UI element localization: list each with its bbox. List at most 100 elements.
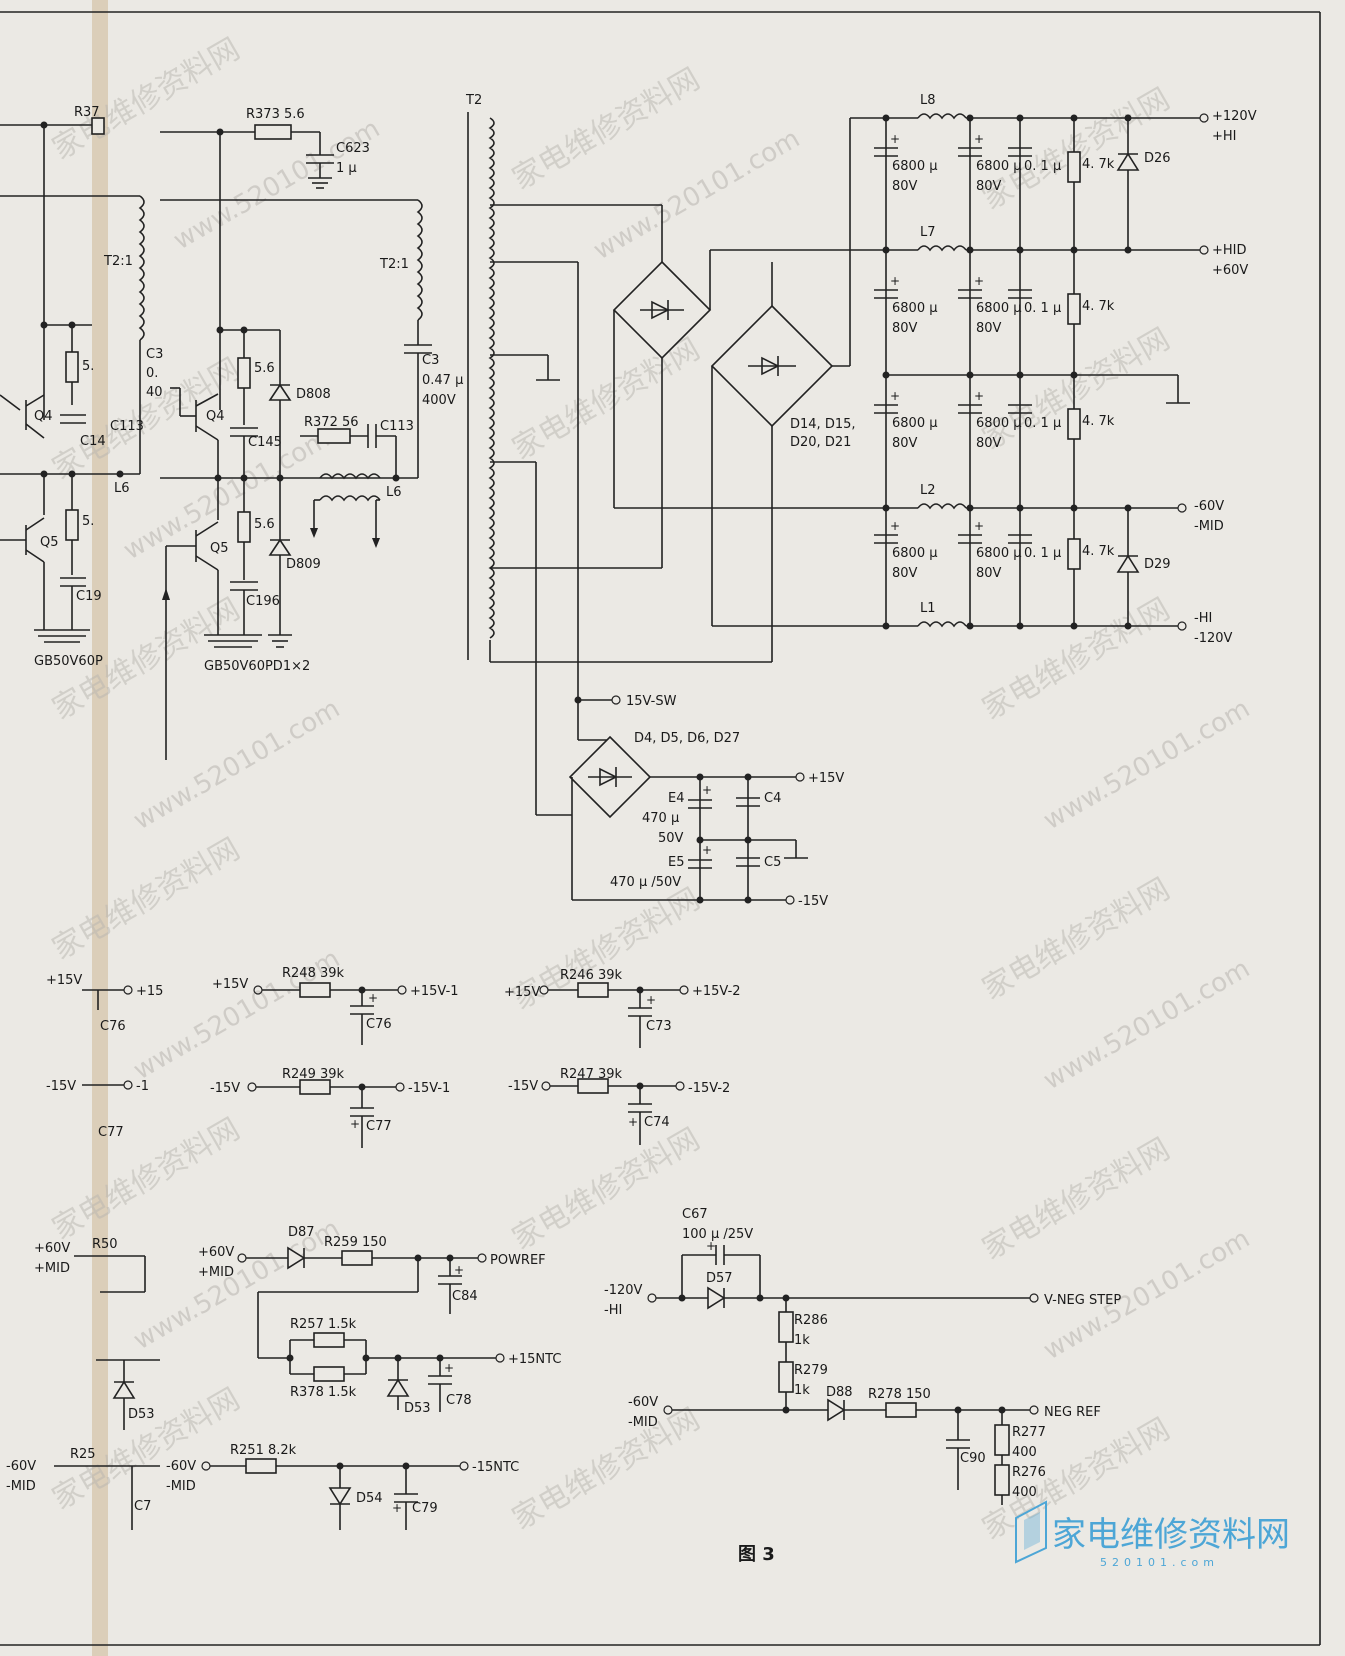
- svg-text:D4, D5, D6, D27: D4, D5, D6, D27: [634, 731, 740, 746]
- svg-text:+: +: [368, 991, 378, 1005]
- svg-text:-60V: -60V: [1194, 499, 1224, 514]
- svg-text:-15V: -15V: [46, 1079, 76, 1094]
- svg-text:+120V: +120V: [1212, 109, 1257, 124]
- svg-text:家电维修资料网: 家电维修资料网: [47, 832, 246, 967]
- svg-text:C79: C79: [412, 1501, 438, 1516]
- svg-text:R37: R37: [74, 105, 100, 120]
- resistor-label: 4. 7k: [1082, 544, 1115, 559]
- svg-text:-HI: -HI: [604, 1303, 622, 1318]
- bleeder-resistor: [1067, 293, 1081, 325]
- svg-text:家电维修资料网: 家电维修资料网: [507, 1122, 706, 1257]
- svg-text:+: +: [444, 1361, 454, 1375]
- svg-text:L6: L6: [114, 481, 130, 496]
- svg-text:D53: D53: [128, 1407, 155, 1422]
- polarity-mark: +: [890, 132, 900, 146]
- svg-text:-60V: -60V: [166, 1459, 196, 1474]
- svg-text:家电维修资料网: 家电维修资料网: [47, 1112, 246, 1247]
- svg-text:家电维修资料网: 家电维修资料网: [47, 32, 246, 167]
- film-cap-label: 0. 1 μ: [1024, 159, 1061, 174]
- resistor-label: 4. 7k: [1082, 299, 1115, 314]
- svg-text:-HI: -HI: [1194, 611, 1212, 626]
- site-logo: 家电维修资料网 520101.com: [1015, 1500, 1290, 1569]
- svg-text:L2: L2: [920, 483, 936, 498]
- svg-text:+60V: +60V: [198, 1245, 234, 1260]
- svg-text:家电维修资料网: 家电维修资料网: [977, 82, 1176, 217]
- svg-text:家电维修资料网: 家电维修资料网: [977, 592, 1176, 727]
- svg-text:+: +: [392, 1501, 402, 1515]
- bleeder-resistor: [1067, 408, 1081, 440]
- svg-text:470 μ: 470 μ: [642, 811, 679, 826]
- svg-text:C67: C67: [682, 1207, 708, 1222]
- svg-text:-MID: -MID: [628, 1415, 658, 1430]
- svg-text:1k: 1k: [794, 1333, 810, 1348]
- svg-text:家电维修资料网: 家电维修资料网: [1052, 1515, 1290, 1555]
- svg-text:C76: C76: [100, 1019, 126, 1034]
- svg-text:C19: C19: [76, 589, 102, 604]
- cap-value-label: 6800 μ: [976, 546, 1022, 561]
- film-cap-label: 0. 1 μ: [1024, 546, 1061, 561]
- svg-text:-15V-1: -15V-1: [408, 1081, 450, 1096]
- svg-text:GB50V60PD1×2: GB50V60PD1×2: [204, 659, 310, 674]
- svg-text:+HID: +HID: [1212, 243, 1247, 258]
- svg-text:www.520101.com: www.520101.com: [1039, 954, 1256, 1096]
- svg-text:C76: C76: [366, 1017, 392, 1032]
- svg-text:C77: C77: [366, 1119, 392, 1134]
- svg-text:+: +: [454, 1263, 464, 1277]
- svg-text:+MID: +MID: [198, 1265, 234, 1280]
- svg-text:40: 40: [146, 385, 163, 400]
- cap-value-label: 6800 μ: [892, 301, 938, 316]
- cap-voltage-label: 80V: [976, 321, 1002, 336]
- svg-text:C5: C5: [764, 855, 781, 870]
- polarity-mark: +: [974, 274, 984, 288]
- svg-text:+60V: +60V: [34, 1241, 70, 1256]
- svg-text:家电维修资料网: 家电维修资料网: [977, 872, 1176, 1007]
- svg-text:400: 400: [1012, 1445, 1037, 1460]
- svg-text:-15V: -15V: [210, 1081, 240, 1096]
- power-stage-left: R37 T2:1 C3 0. 40 5. C14 C113 Q4 L6: [0, 105, 163, 669]
- svg-text:Q5: Q5: [210, 541, 229, 556]
- svg-text:+: +: [702, 843, 712, 857]
- power-stage-center: R373 5.6 C623 1 μ T2:1 C3 0.47 μ 400V 5.…: [160, 107, 463, 760]
- svg-text:C73: C73: [646, 1019, 672, 1034]
- svg-text:5.: 5.: [82, 359, 94, 374]
- svg-text:www.520101.com: www.520101.com: [1039, 694, 1256, 836]
- svg-text:5.6: 5.6: [254, 361, 275, 376]
- svg-text:-1: -1: [136, 1079, 149, 1094]
- rc-filters: +15V +15 C76 -15V -1 C77 +15V R248 39k +…: [46, 966, 741, 1148]
- svg-text:L6: L6: [386, 485, 402, 500]
- svg-text:R286: R286: [794, 1313, 828, 1328]
- svg-text:C113: C113: [380, 419, 414, 434]
- svg-text:D20, D21: D20, D21: [790, 435, 851, 450]
- svg-text:R249 39k: R249 39k: [282, 1067, 345, 1082]
- svg-text:-120V: -120V: [1194, 631, 1233, 646]
- svg-text:L8: L8: [920, 93, 936, 108]
- svg-text:家电维修资料网: 家电维修资料网: [507, 62, 706, 197]
- polarity-mark: +: [974, 132, 984, 146]
- svg-text:D88: D88: [826, 1385, 853, 1400]
- cap-voltage-label: 80V: [976, 436, 1002, 451]
- svg-text:-MID: -MID: [166, 1479, 196, 1494]
- svg-text:D29: D29: [1144, 557, 1171, 572]
- svg-text:400: 400: [1012, 1485, 1037, 1500]
- film-cap-label: 0. 1 μ: [1024, 416, 1061, 431]
- svg-text:T2:1: T2:1: [103, 254, 133, 269]
- svg-text:C90: C90: [960, 1451, 986, 1466]
- polarity-mark: +: [890, 274, 900, 288]
- svg-text:D26: D26: [1144, 151, 1171, 166]
- svg-text:50V: 50V: [658, 831, 684, 846]
- svg-text:C3: C3: [422, 353, 439, 368]
- svg-text:R373 5.6: R373 5.6: [246, 107, 305, 122]
- svg-text:C3: C3: [146, 347, 163, 362]
- resistor-label: 4. 7k: [1082, 157, 1115, 172]
- cap-voltage-label: 80V: [892, 179, 918, 194]
- svg-text:0.47 μ: 0.47 μ: [422, 373, 463, 388]
- svg-text:+: +: [350, 1117, 360, 1131]
- svg-text:D54: D54: [356, 1491, 383, 1506]
- svg-text:-MID: -MID: [1194, 519, 1224, 534]
- output-filter-bank: L8 +120V +HI L7 +HID +60V L2 -60V -MID L…: [850, 93, 1257, 646]
- svg-text:R259 150: R259 150: [324, 1235, 387, 1250]
- svg-text:C113: C113: [110, 419, 144, 434]
- svg-text:520101.com: 520101.com: [1100, 1556, 1219, 1569]
